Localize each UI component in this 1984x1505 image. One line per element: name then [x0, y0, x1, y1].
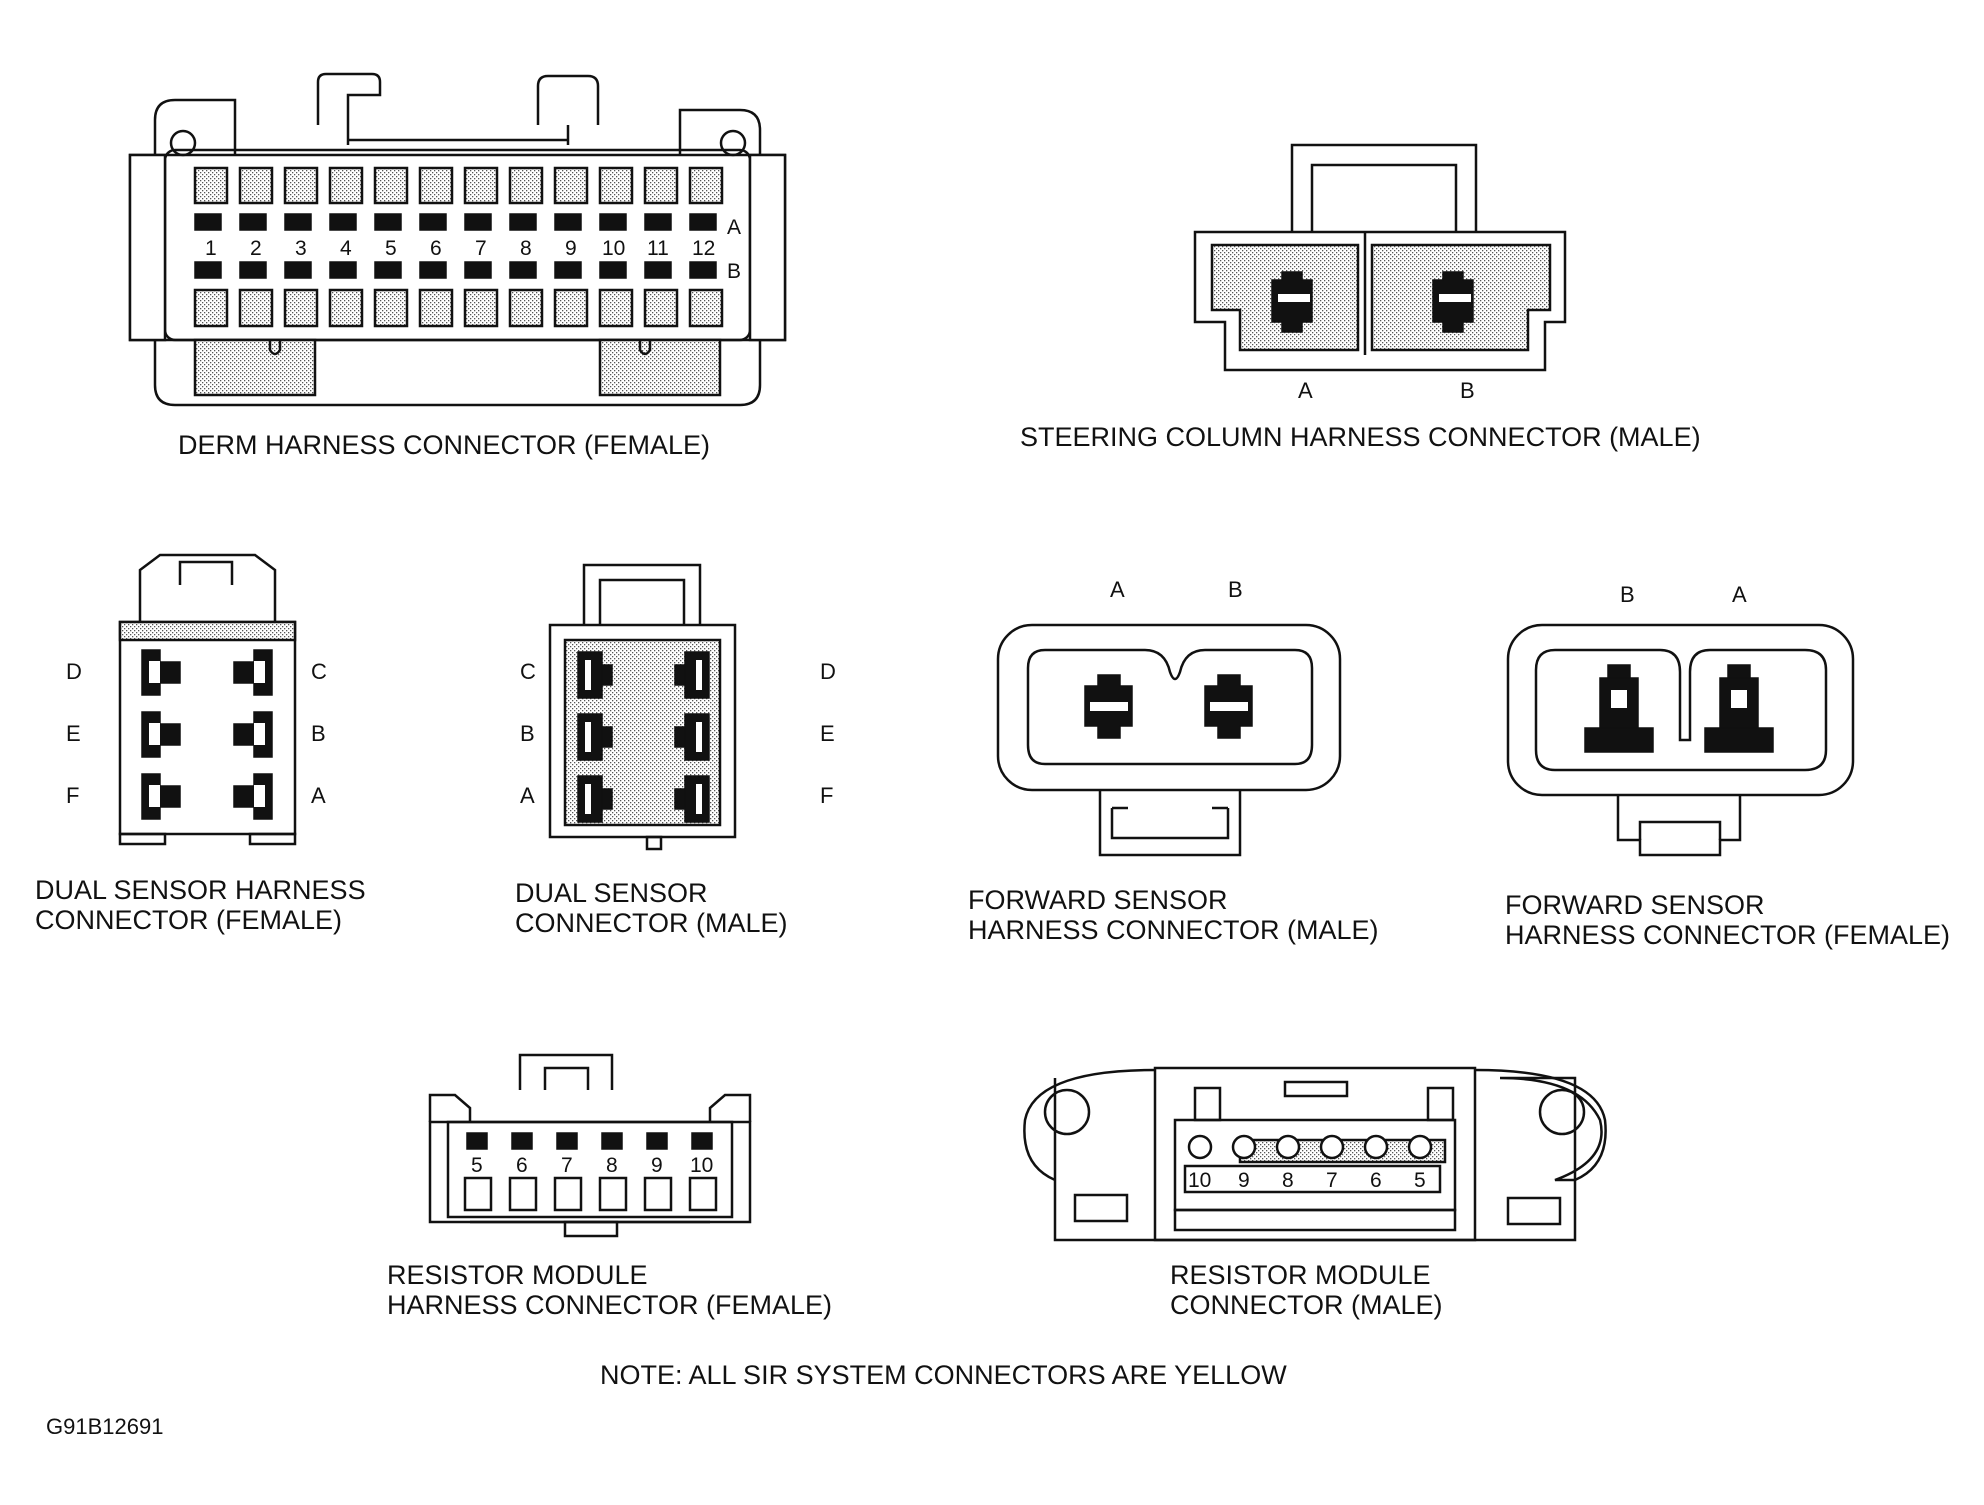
resistor-female-title-line2: HARNESS CONNECTOR (FEMALE)	[387, 1290, 832, 1320]
dual-female-pin-c: C	[311, 659, 327, 684]
derm-harness-connector: 1 2 3 4 5 6 7 8 9 10 11 12 A B	[128, 72, 787, 460]
resistor-module-harness-female: 5 6 7 8 9 10 RESISTOR MODULE HARNESS CON…	[387, 1053, 832, 1320]
steering-pin-b: B	[1460, 378, 1475, 403]
derm-pin-9: 9	[565, 237, 577, 260]
dual-male-title-line2: CONNECTOR (MALE)	[515, 908, 788, 938]
forward-female-pin-b: B	[1620, 582, 1635, 607]
dual-female-pin-a: A	[311, 783, 326, 808]
forward-female-title-line1: FORWARD SENSOR	[1505, 890, 1765, 920]
resistor-female-pin-5: 5	[471, 1154, 483, 1177]
resistor-female-title-line1: RESISTOR MODULE	[387, 1260, 648, 1290]
dual-male-title-line1: DUAL SENSOR	[515, 878, 708, 908]
forward-male-title-line1: FORWARD SENSOR	[968, 885, 1228, 915]
forward-male-title-line2: HARNESS CONNECTOR (MALE)	[968, 915, 1379, 945]
dual-female-pin-d: D	[66, 659, 82, 684]
dual-female-title-line1: DUAL SENSOR HARNESS	[35, 875, 366, 905]
derm-lower-cells	[193, 288, 724, 328]
forward-sensor-harness-male: A B FORWARD SENSOR HARNESS CONNECTOR (MA…	[968, 577, 1379, 945]
steering-pin-a: A	[1298, 378, 1313, 403]
derm-pin-6: 6	[430, 237, 442, 260]
resistor-male-pin-8: 8	[1282, 1169, 1294, 1192]
resistor-male-pin-9: 9	[1238, 1169, 1250, 1192]
dual-female-right-terminals	[233, 649, 273, 820]
derm-row-a-label: A	[727, 216, 741, 239]
forward-male-pin-a: A	[1110, 577, 1125, 602]
resistor-male-title-line1: RESISTOR MODULE	[1170, 1260, 1431, 1290]
resistor-male-title-line2: CONNECTOR (MALE)	[1170, 1290, 1443, 1320]
dual-female-left-terminals	[141, 649, 181, 820]
dual-female-title-line2: CONNECTOR (FEMALE)	[35, 905, 342, 935]
dual-male-pin-b: B	[520, 721, 535, 746]
resistor-female-pin-10: 10	[690, 1154, 713, 1177]
derm-pin-1: 1	[205, 237, 217, 260]
resistor-module-connector-male: 10 9 8 7 6 5 RESISTOR MODULE CONNECTOR (…	[1023, 1066, 1607, 1320]
derm-pin-7: 7	[475, 237, 487, 260]
derm-pin-5: 5	[385, 237, 397, 260]
steering-title: STEERING COLUMN HARNESS CONNECTOR (MALE)	[1020, 422, 1701, 452]
dual-male-pin-c: C	[520, 659, 536, 684]
resistor-female-pin-9: 9	[651, 1154, 663, 1177]
derm-row-a-terminals	[194, 213, 717, 231]
dual-male-pin-a: A	[520, 783, 535, 808]
derm-title: DERM HARNESS CONNECTOR (FEMALE)	[178, 430, 710, 460]
resistor-male-pin-10: 10	[1188, 1169, 1211, 1192]
steering-column-connector: A B STEERING COLUMN HARNESS CONNECTOR (M…	[1020, 143, 1701, 452]
connector-color-note: NOTE: ALL SIR SYSTEM CONNECTORS ARE YELL…	[600, 1360, 1287, 1390]
derm-row-b-label: B	[727, 260, 741, 283]
derm-pin-4: 4	[340, 237, 352, 260]
derm-row-b-terminals	[194, 261, 717, 279]
resistor-female-pin-6: 6	[516, 1154, 528, 1177]
derm-upper-cells	[193, 166, 724, 205]
dual-female-pin-e: E	[66, 721, 81, 746]
dual-sensor-harness-female: D E F C B A DUAL SENSOR HARNESS CONNECTO…	[35, 553, 366, 935]
dual-male-pin-d: D	[820, 659, 836, 684]
derm-pin-8: 8	[520, 237, 532, 260]
dual-male-right-terminals	[674, 651, 710, 823]
dual-female-pin-b: B	[311, 721, 326, 746]
derm-pin-2: 2	[250, 237, 262, 260]
resistor-male-pin-7: 7	[1326, 1169, 1338, 1192]
dual-sensor-connector-male: C B A D E F DUAL SENSOR CONNECTOR (MALE)	[515, 563, 836, 938]
dual-male-pin-f: F	[820, 783, 833, 808]
derm-pin-3: 3	[295, 237, 307, 260]
resistor-male-pin-6: 6	[1370, 1169, 1382, 1192]
forward-male-pin-b: B	[1228, 577, 1243, 602]
dual-female-pin-f: F	[66, 783, 79, 808]
resistor-female-cells	[463, 1176, 718, 1212]
forward-sensor-harness-female: B A FORWARD SENSOR HARNESS CONNECTOR (FE…	[1505, 582, 1950, 950]
forward-female-pin-a: A	[1732, 582, 1747, 607]
dual-male-left-terminals	[577, 651, 613, 823]
resistor-male-pin-5: 5	[1414, 1169, 1426, 1192]
forward-female-title-line2: HARNESS CONNECTOR (FEMALE)	[1505, 920, 1950, 950]
figure-code: G91B12691	[46, 1414, 163, 1439]
resistor-female-pin-7: 7	[561, 1154, 573, 1177]
resistor-female-terminals	[466, 1132, 713, 1150]
derm-pin-12: 12	[692, 237, 715, 260]
derm-pin-10: 10	[602, 237, 625, 260]
resistor-female-pin-8: 8	[606, 1154, 618, 1177]
derm-pin-11: 11	[647, 237, 669, 260]
dual-male-pin-e: E	[820, 721, 835, 746]
resistor-male-pins	[1187, 1134, 1433, 1160]
